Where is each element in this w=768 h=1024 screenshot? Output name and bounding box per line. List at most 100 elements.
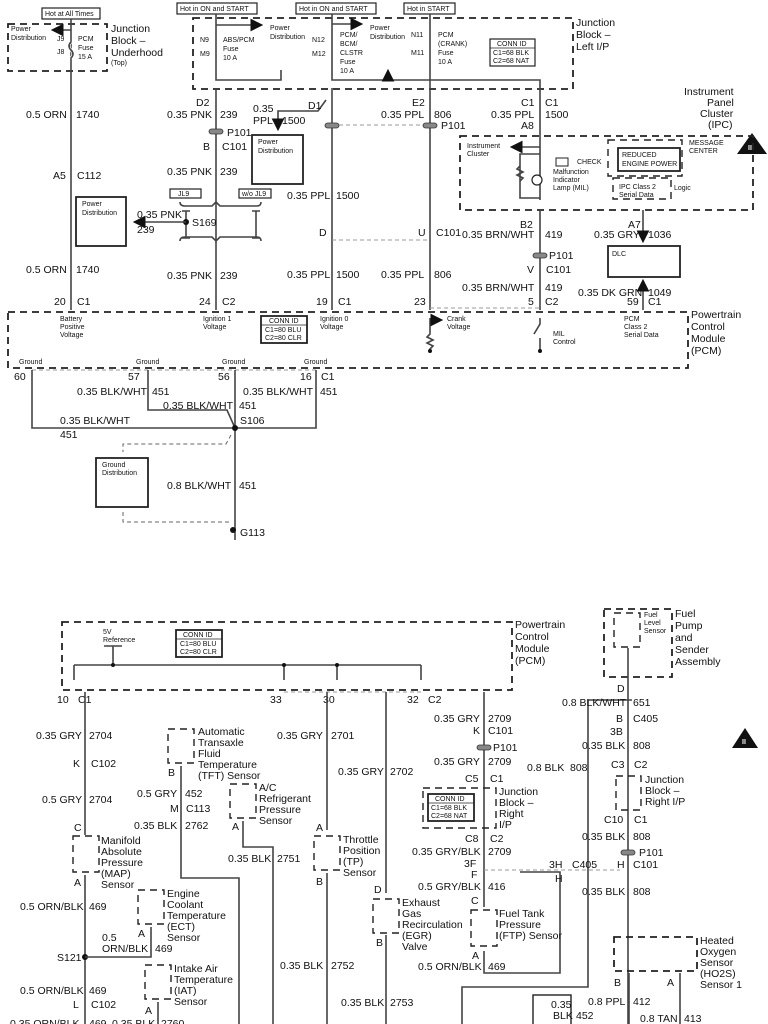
- svg-text:19: 19: [316, 296, 328, 308]
- svg-text:(FTP) Sensor: (FTP) Sensor: [499, 930, 563, 942]
- svg-text:B: B: [316, 876, 323, 888]
- ground-icon: [538, 349, 542, 353]
- svg-text:Sensor: Sensor: [101, 879, 135, 891]
- svg-text:Engine: Engine: [167, 888, 200, 900]
- svg-text:Power: Power: [370, 25, 391, 32]
- junction-block-underhood: Power Distribution J9 J8 PCM Fuse 15 A J…: [7, 23, 163, 72]
- svg-text:Oxygen: Oxygen: [700, 946, 736, 958]
- svg-text:0.5 GRY/BLK: 0.5 GRY/BLK: [418, 881, 481, 893]
- svg-text:C1: C1: [648, 296, 662, 308]
- svg-text:Sensor: Sensor: [700, 957, 734, 969]
- conn-id-left-ip: CONN ID C1=68 BLK C2=68 NAT: [489, 38, 536, 67]
- svg-text:452: 452: [185, 788, 203, 800]
- svg-text:451: 451: [239, 400, 257, 412]
- wire-808-return: [461, 699, 632, 1024]
- svg-text:Fluid: Fluid: [198, 748, 221, 760]
- svg-text:Coolant: Coolant: [167, 899, 203, 911]
- svg-text:0.5 ORN: 0.5 ORN: [26, 264, 67, 276]
- svg-text:B: B: [168, 767, 175, 779]
- svg-text:REDUCED: REDUCED: [622, 152, 657, 159]
- svg-text:P101: P101: [441, 120, 466, 132]
- svg-text:Junction: Junction: [645, 774, 684, 786]
- svg-text:Temperature: Temperature: [198, 759, 257, 771]
- svg-text:B: B: [203, 141, 210, 153]
- svg-text:C5: C5: [465, 773, 479, 785]
- svg-text:A7: A7: [628, 219, 641, 231]
- svg-text:0.35 BLK/WHT: 0.35 BLK/WHT: [243, 386, 314, 398]
- svg-text:C1=68 BLK: C1=68 BLK: [431, 805, 467, 812]
- svg-text:0.35 BLK/WHT: 0.35 BLK/WHT: [77, 386, 148, 398]
- svg-text:Module: Module: [691, 333, 726, 345]
- blk-452-box: [532, 994, 572, 1024]
- svg-text:3B: 3B: [610, 726, 623, 738]
- svg-text:0.5 GRY: 0.5 GRY: [137, 788, 177, 800]
- svg-text:P101: P101: [493, 742, 518, 754]
- svg-text:A: A: [145, 1005, 152, 1017]
- svg-text:Pressure: Pressure: [499, 919, 541, 931]
- svg-text:and: and: [675, 632, 693, 644]
- svg-text:U: U: [418, 227, 426, 239]
- svg-text:Left I/P: Left I/P: [576, 41, 609, 53]
- lamp-icon: [531, 174, 543, 186]
- svg-text:1740: 1740: [76, 109, 100, 121]
- svg-text:0.8 TAN: 0.8 TAN: [640, 1013, 678, 1024]
- svg-text:1049: 1049: [648, 287, 672, 299]
- svg-text:Fuse: Fuse: [340, 59, 356, 66]
- engine-icon: [555, 157, 569, 167]
- svg-text:3F: 3F: [464, 858, 476, 870]
- svg-text:2702: 2702: [390, 766, 414, 778]
- svg-text:Hot in ON and START: Hot in ON and START: [180, 6, 249, 13]
- svg-text:A: A: [316, 822, 323, 834]
- svg-text:C102: C102: [91, 999, 116, 1011]
- svg-text:Exhaust: Exhaust: [402, 897, 440, 909]
- svg-text:469: 469: [155, 943, 173, 955]
- svg-text:0.35 GRY: 0.35 GRY: [594, 229, 640, 241]
- svg-text:0.5 GRY: 0.5 GRY: [42, 794, 82, 806]
- svg-text:B: B: [616, 713, 623, 725]
- svg-text:MIL: MIL: [553, 331, 565, 338]
- svg-text:0.35 BRN/WHT: 0.35 BRN/WHT: [462, 229, 535, 241]
- svg-text:CENTER: CENTER: [689, 148, 718, 155]
- wo-jl9-tag: [238, 188, 272, 199]
- svg-text:0.8 BLK/WHT: 0.8 BLK/WHT: [562, 697, 627, 709]
- svg-text:10 A: 10 A: [340, 68, 354, 75]
- svg-text:0.35 BLK: 0.35 BLK: [582, 886, 625, 898]
- svg-text:0.35 BLK/WHT: 0.35 BLK/WHT: [60, 415, 131, 427]
- svg-text:C101: C101: [546, 264, 571, 276]
- svg-text:56: 56: [218, 371, 230, 383]
- svg-text:Fuse: Fuse: [78, 45, 94, 52]
- svg-text:0.35 GRY: 0.35 GRY: [277, 730, 323, 742]
- svg-text:Block –: Block –: [499, 797, 534, 809]
- svg-text:C1: C1: [521, 97, 535, 109]
- svg-text:C101: C101: [633, 859, 658, 871]
- hot-label-at-all-times: Hot at All Times: [41, 7, 101, 20]
- svg-text:B: B: [614, 977, 621, 989]
- svg-text:0.35 PPL: 0.35 PPL: [491, 109, 534, 121]
- svg-text:H: H: [555, 873, 563, 885]
- wire-2709: [483, 692, 561, 974]
- splice-s106: [232, 425, 238, 431]
- hot-label-on-start-1: Hot in ON and START: [176, 2, 258, 15]
- svg-text:J9: J9: [57, 36, 65, 43]
- svg-text:412: 412: [633, 996, 651, 1008]
- svg-text:CLSTR: CLSTR: [340, 50, 363, 57]
- svg-text:C1: C1: [338, 296, 352, 308]
- svg-text:0.35 PNK: 0.35 PNK: [167, 166, 212, 178]
- svg-text:(TFT) Sensor: (TFT) Sensor: [198, 770, 261, 782]
- svg-text:BCM/: BCM/: [340, 41, 358, 48]
- svg-text:Refrigerant: Refrigerant: [259, 793, 311, 805]
- pcm-module-top: Powertrain Control Module (PCM): [7, 309, 741, 369]
- svg-text:Temperature: Temperature: [167, 910, 226, 922]
- svg-text:Distribution: Distribution: [102, 470, 137, 477]
- svg-text:451: 451: [320, 386, 338, 398]
- svg-text:(IAT): (IAT): [174, 985, 197, 997]
- svg-text:Sensor 1: Sensor 1: [700, 979, 742, 991]
- svg-text:0.35 PNK: 0.35 PNK: [137, 209, 182, 221]
- resistor-icon: [515, 165, 525, 182]
- svg-text:20: 20: [54, 296, 66, 308]
- svg-text:1500: 1500: [282, 115, 306, 127]
- svg-text:Class 2: Class 2: [624, 324, 647, 331]
- svg-text:PCM: PCM: [438, 32, 454, 39]
- svg-text:M: M: [170, 803, 179, 815]
